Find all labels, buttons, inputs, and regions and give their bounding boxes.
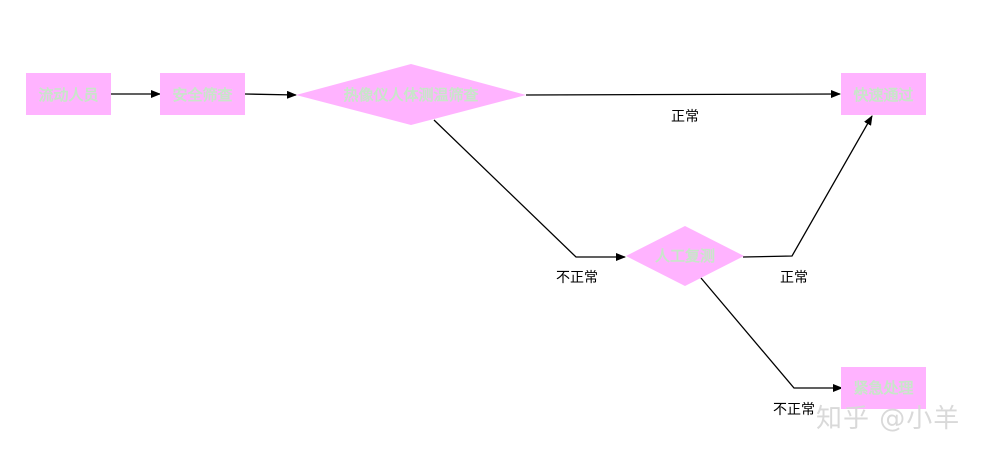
edge-label-rexiang-abnormal: 不正常 bbox=[556, 270, 598, 286]
node-liudong-label: 流动人员 bbox=[38, 86, 98, 104]
edge-label-rexiang-normal: 正常 bbox=[671, 109, 699, 125]
node-jinji: 紧急处理 bbox=[841, 367, 926, 409]
edge-label-rengong-abnormal: 不正常 bbox=[773, 402, 815, 418]
edge-rexiang-kuaisu bbox=[525, 90, 841, 99]
node-rexiang: 热像仪人体测温筛查 bbox=[296, 64, 526, 125]
edge-rexiang-rengong bbox=[433, 119, 626, 261]
node-rengong: 人工复测 bbox=[626, 226, 744, 286]
edge-anquan-rexiang bbox=[244, 90, 297, 99]
node-rengong-label: 人工复测 bbox=[655, 247, 715, 265]
node-kuaisu: 快速通过 bbox=[841, 73, 926, 115]
edge-rengong-kuaisu bbox=[742, 115, 873, 258]
node-anquan-label: 安全筛查 bbox=[172, 86, 233, 104]
node-liudong: 流动人员 bbox=[26, 73, 111, 115]
node-rexiang-label: 热像仪人体测温筛查 bbox=[343, 86, 479, 104]
node-jinji-label: 紧急处理 bbox=[853, 379, 913, 397]
watermark: 知乎 @小羊 bbox=[816, 404, 961, 434]
edge-rengong-jinji bbox=[700, 277, 843, 392]
edge-label-rengong-normal: 正常 bbox=[780, 270, 808, 286]
node-anquan: 安全筛查 bbox=[160, 73, 245, 115]
node-kuaisu-label: 快速通过 bbox=[853, 86, 913, 104]
